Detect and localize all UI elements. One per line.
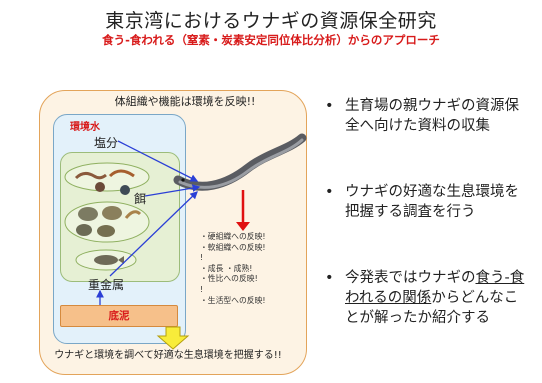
salinity-label: 塩分 — [94, 136, 119, 150]
bullet-text: 生育場の親ウナギの資源保全へ向けた資料の収集 — [345, 98, 519, 134]
heavy-metals-label: 重金属 — [88, 278, 125, 292]
underlined-phrase: 食う-食われるの関係 — [345, 270, 525, 306]
heavy-metals-arrow — [109, 191, 198, 277]
prey-label: 餌 — [134, 192, 147, 206]
sediment-label: 底泥 — [60, 305, 178, 327]
reflection-item: ・生活型への反映! — [200, 295, 266, 305]
prey-arrow — [144, 184, 201, 197]
bullet-marker: • — [325, 184, 334, 200]
bullet-text: ウナギの好適な生息環境を把握する調査を行う — [345, 184, 519, 220]
prey-bivalve-group — [64, 201, 150, 243]
reflection-item: ・軟組織への反映! — [200, 242, 266, 252]
bullet-text: 今発表ではウナギの食う-食われるの関係からどんなことが解ったか紹介する — [345, 268, 529, 328]
environment-water-label: 環境水 — [70, 122, 100, 133]
conclusion-arrow — [156, 326, 190, 350]
prey-crustacean-group — [64, 162, 150, 195]
reflection-item: ・硬組織への反映! — [200, 232, 266, 241]
bullet-marker: • — [325, 98, 334, 114]
slide-title: 東京湾におけるウナギの資源保全研究 — [105, 10, 437, 32]
salinity-arrow — [117, 140, 199, 182]
slide-subtitle: 食う-食われる（窒素・炭素安定同位体比分析）からのアプローチ — [102, 33, 440, 47]
bottom-caption: ウナギと環境を調べて好適な生息環境を把握する!! — [54, 350, 282, 361]
bullet-text-part: 今発表ではウナギの — [345, 270, 476, 286]
bullet-marker: • — [325, 270, 334, 286]
reflection-item: ! — [200, 253, 204, 263]
reflection-item: ・性比への反映! — [200, 274, 258, 284]
bullet-text-part: からどんなことが解ったか紹介する — [345, 290, 519, 326]
reflection-list: ・硬組織への反映! ・軟組織への反映! ! ・成長 ・成熟! ・性比への反映! … — [200, 232, 310, 306]
reflection-item: ! — [200, 284, 204, 294]
reflection-item: ・成長 ・成熟! — [200, 263, 253, 273]
panel-title: 体組織や機能は環境を反映!! — [114, 95, 256, 108]
eel-illustration — [173, 133, 307, 191]
